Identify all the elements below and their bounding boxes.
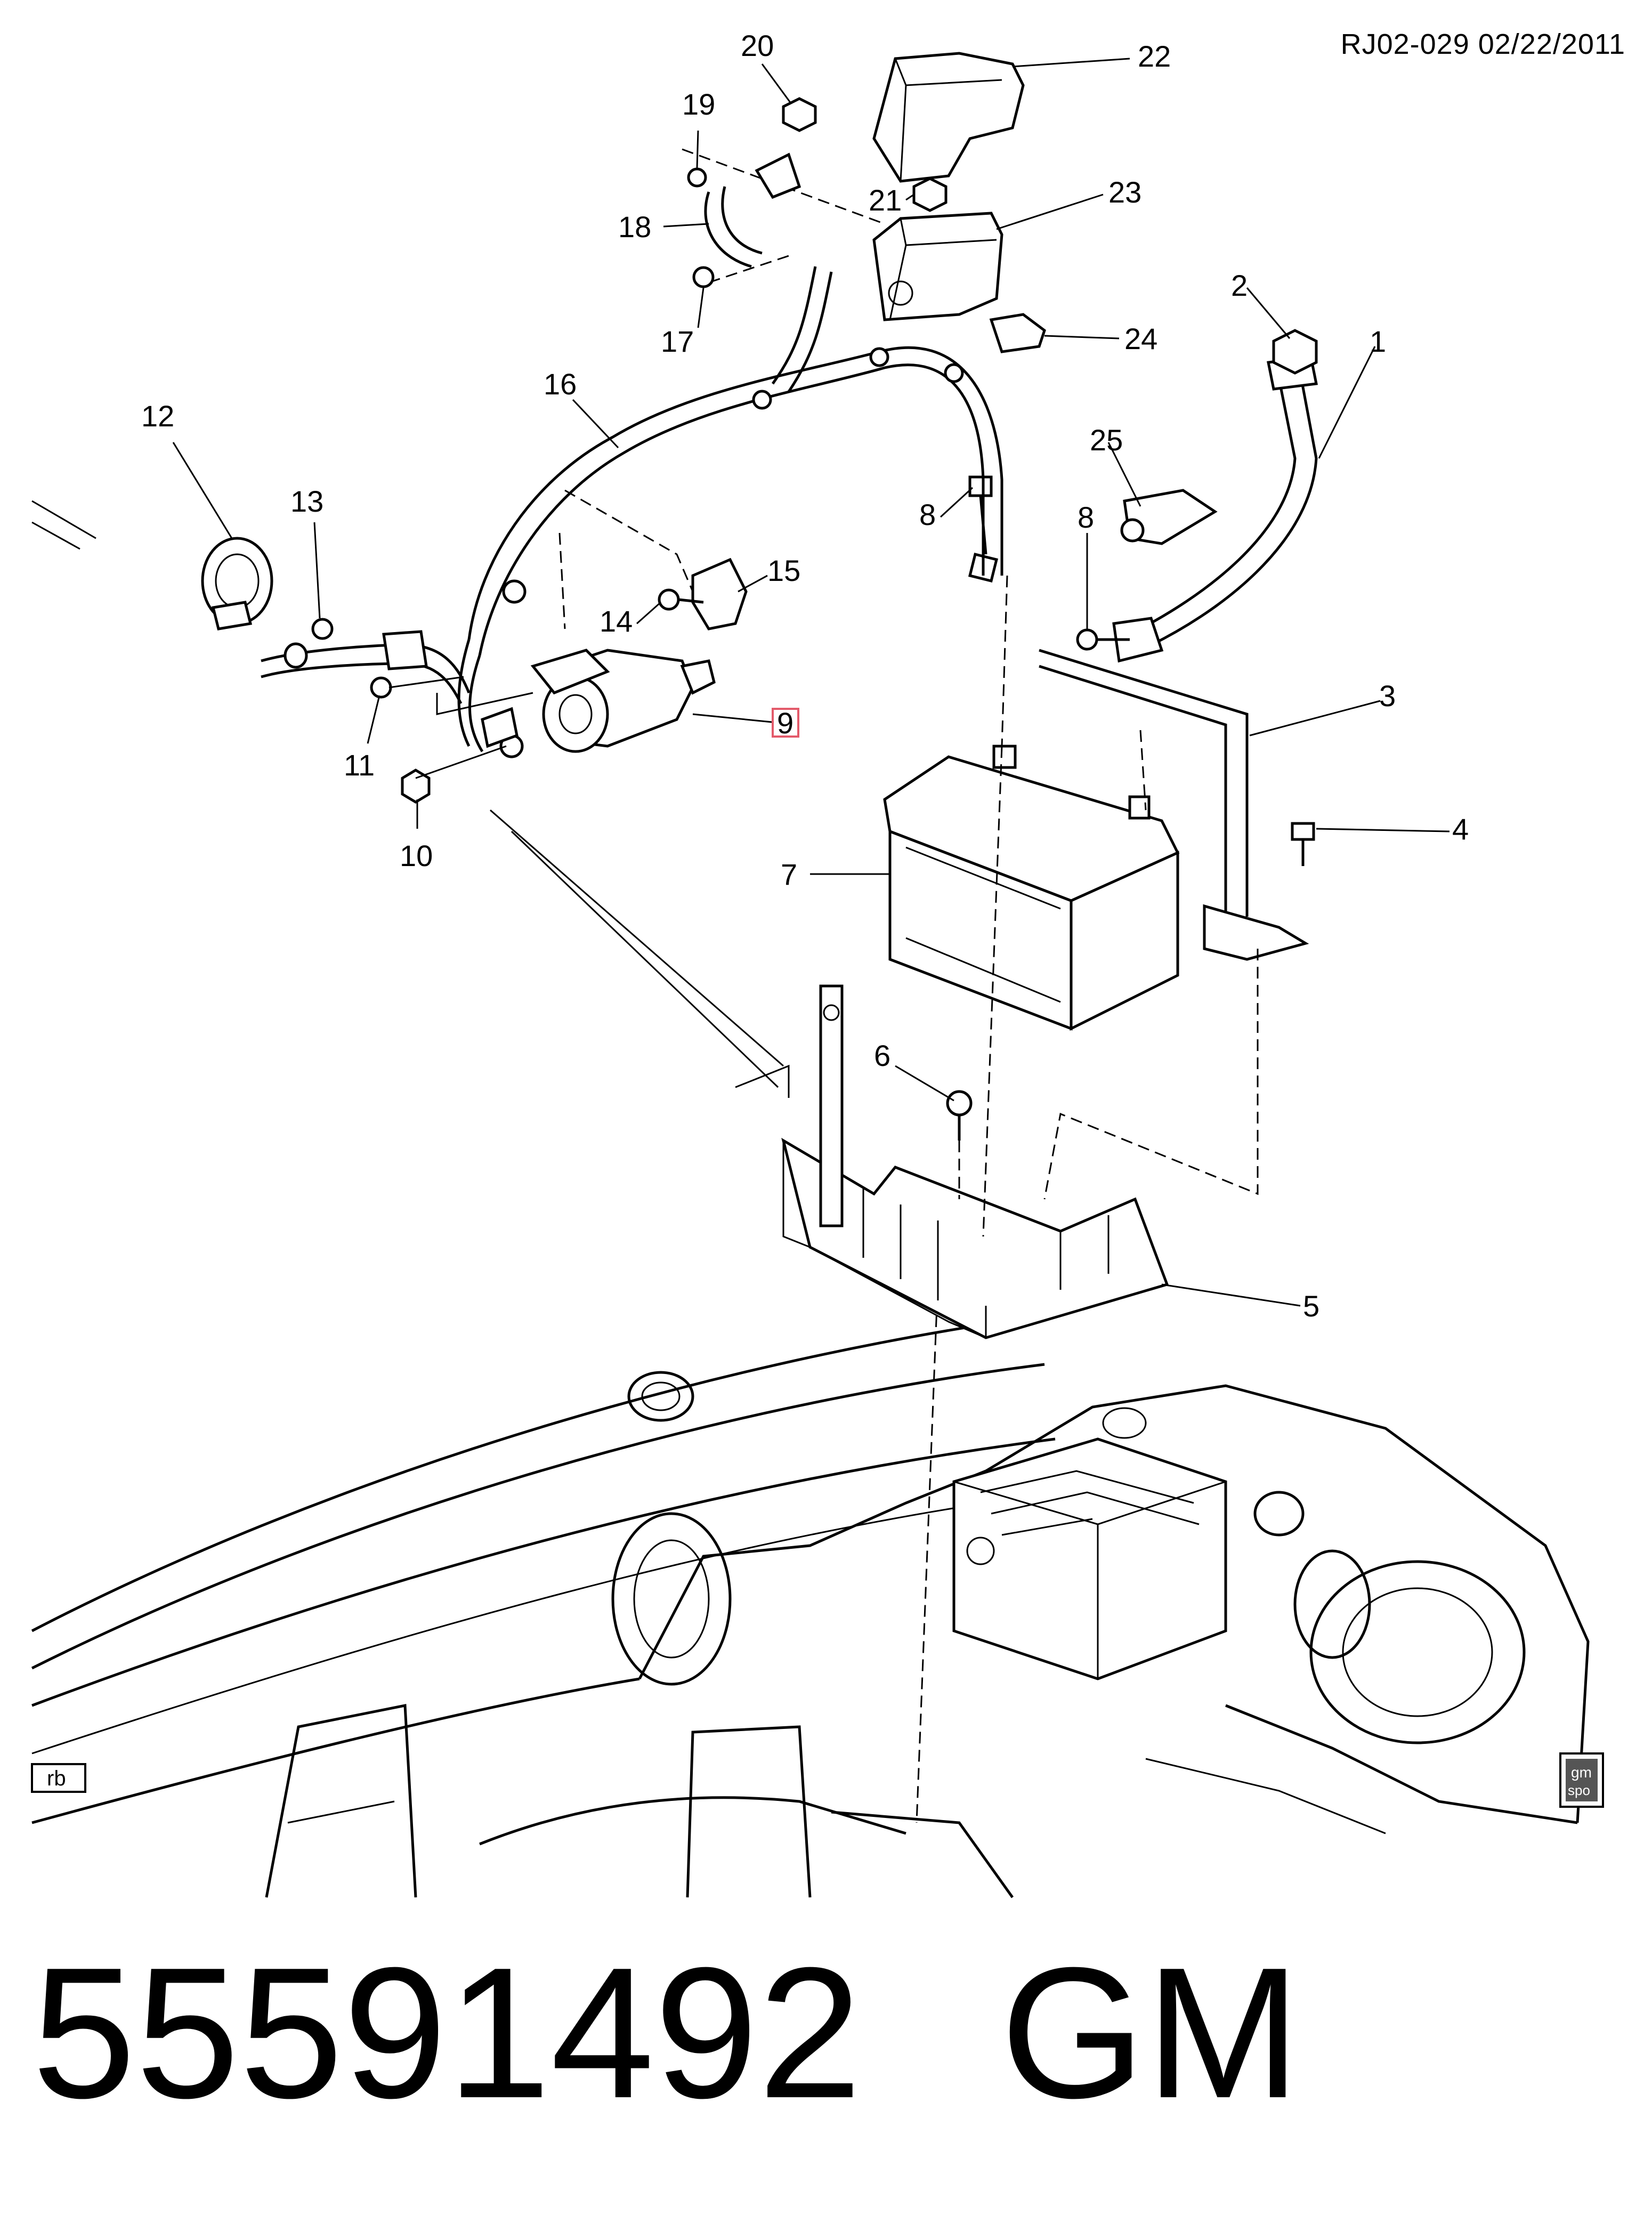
battery-tray [781, 984, 1169, 1339]
callout-8a: 8 [919, 498, 936, 531]
callout-4: 4 [1452, 812, 1469, 846]
callout-3: 3 [1379, 679, 1396, 713]
clip-24 [989, 313, 1046, 353]
bolt-4 [1291, 822, 1315, 866]
hold-down-bracket [1039, 649, 1309, 961]
battery [883, 745, 1180, 1031]
sensor-25 [1120, 489, 1218, 545]
callout-10: 10 [400, 839, 433, 872]
callout-15: 15 [767, 554, 800, 587]
nut-20 [782, 97, 817, 132]
fuse-cover-22 [872, 52, 1025, 183]
brand-name: GM [1000, 1929, 1301, 2137]
callout-23: 23 [1108, 175, 1141, 209]
callout-22: 22 [1138, 39, 1171, 73]
callout-labels: 1 2 3 4 5 6 7 8 8 9 10 11 12 13 14 15 16… [141, 29, 1469, 1323]
nut-13 [311, 618, 334, 640]
callout-14: 14 [600, 604, 633, 638]
callout-11: 11 [344, 748, 375, 782]
cable-end [481, 707, 519, 748]
rb-label: rb [47, 1767, 66, 1790]
gm-spo-logo: gm spo [1559, 1752, 1604, 1808]
callout-8b: 8 [1078, 500, 1094, 534]
callout-5: 5 [1303, 1289, 1319, 1323]
part-number: 55591492 [32, 1929, 862, 2137]
bracket-15 [691, 557, 748, 630]
fuse-block-23 [872, 212, 1003, 321]
callout-19: 19 [682, 87, 715, 121]
rb-badge: rb [31, 1763, 86, 1793]
callout-13: 13 [290, 484, 323, 518]
callout-1: 1 [1370, 325, 1386, 358]
vehicle-body-outline [31, 1279, 1590, 1898]
callout-18: 18 [618, 210, 651, 244]
terminal-2 [1272, 329, 1318, 375]
callout-24: 24 [1124, 322, 1157, 355]
callout-6: 6 [874, 1039, 890, 1072]
callout-25: 25 [1090, 423, 1123, 457]
cable-18 [704, 152, 801, 268]
nut-17 [692, 266, 715, 288]
callout-16: 16 [544, 367, 577, 401]
callout-12: 12 [141, 399, 174, 433]
fusible-link-12 [201, 537, 308, 669]
gm-spo-bottom: spo [1568, 1782, 1590, 1798]
callout-2: 2 [1231, 269, 1248, 302]
background-guide-lines [31, 500, 790, 1098]
nut-19 [687, 167, 707, 188]
bolt-8b [1076, 628, 1130, 651]
diagram-reference-code: RJ02-029 02/22/2011 [1340, 28, 1625, 60]
gm-spo-top: gm [1571, 1764, 1592, 1781]
callout-20: 20 [741, 29, 774, 62]
nut-11 [370, 676, 392, 699]
callout-17: 17 [661, 325, 694, 358]
nut-21 [912, 177, 948, 212]
nut-10 [401, 769, 431, 804]
callout-21: 21 [869, 183, 902, 217]
bolt-6 [946, 1090, 973, 1199]
bolt-14 [658, 588, 704, 611]
leader-lines [172, 58, 1450, 1307]
cable-harness [261, 266, 1003, 753]
callout-9-highlight [772, 708, 799, 738]
callout-9: 9 [777, 706, 793, 740]
starter-motor [530, 649, 716, 753]
callout-7: 7 [781, 858, 797, 891]
